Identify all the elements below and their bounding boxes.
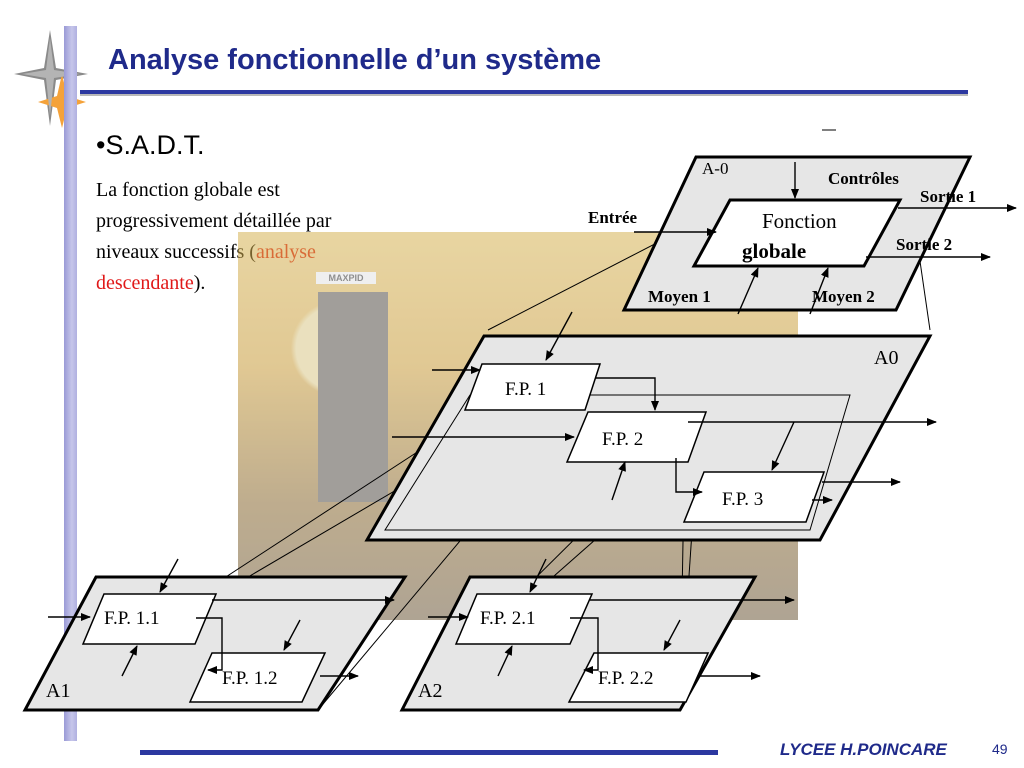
- title-rule: [80, 90, 968, 96]
- body-text-part1: La fonction globale est progressivement …: [96, 179, 332, 263]
- fp1-box: [463, 363, 602, 411]
- fp2-label: F.P. 2: [602, 429, 643, 450]
- fp1-label: F.P. 1: [505, 379, 546, 400]
- global-function-line1: Fonction: [762, 209, 837, 233]
- body-text: La fonction globale est progressivement …: [96, 175, 376, 299]
- bullet-heading: •S.A.D.T.: [96, 130, 205, 160]
- level-a-minus-0-label: A-0: [702, 159, 728, 178]
- sortie1-label: Sortie 1: [920, 187, 976, 206]
- fp21-label: F.P. 2.1: [480, 608, 536, 629]
- flow-arrows: [48, 162, 1017, 680]
- fp12-label: F.P. 1.2: [222, 668, 278, 689]
- controles-label: Contrôles: [828, 169, 899, 188]
- fp3-label: F.P. 3: [722, 489, 763, 510]
- level-a0-label: A0: [874, 347, 898, 369]
- moyen1-label: Moyen 1: [648, 287, 711, 306]
- fp11-label: F.P. 1.1: [104, 608, 160, 629]
- fp22-label: F.P. 2.2: [598, 668, 654, 689]
- photo-panel: [318, 292, 388, 502]
- footer-school: LYCEE H.POINCARE: [780, 740, 947, 759]
- sortie2-label: Sortie 2: [896, 235, 952, 254]
- level-a2-label: A2: [418, 680, 442, 702]
- global-function-line2: globale: [742, 239, 806, 263]
- slide-title: Analyse fonctionnelle d’un système: [108, 44, 602, 76]
- fp3-box: [682, 471, 826, 523]
- entree-label: Entrée: [588, 208, 638, 227]
- moyen2-label: Moyen 2: [812, 287, 875, 306]
- fp11-box: [81, 593, 218, 645]
- fp22-box: [567, 652, 710, 703]
- plane-a0-inner: [384, 394, 851, 531]
- level-a1-label: A1: [46, 680, 70, 702]
- page-number: 49: [992, 741, 1008, 757]
- fp12-box: [188, 652, 327, 703]
- star-logo-icon: [14, 30, 88, 128]
- sidebar-bar: [64, 26, 77, 741]
- fp21-box: [454, 593, 594, 645]
- photo-badge: MAXPID: [316, 272, 376, 284]
- fp2-box: [565, 411, 708, 463]
- global-function-box: [691, 198, 903, 268]
- footer-rule: [140, 750, 718, 755]
- body-text-part2: ).: [193, 272, 206, 294]
